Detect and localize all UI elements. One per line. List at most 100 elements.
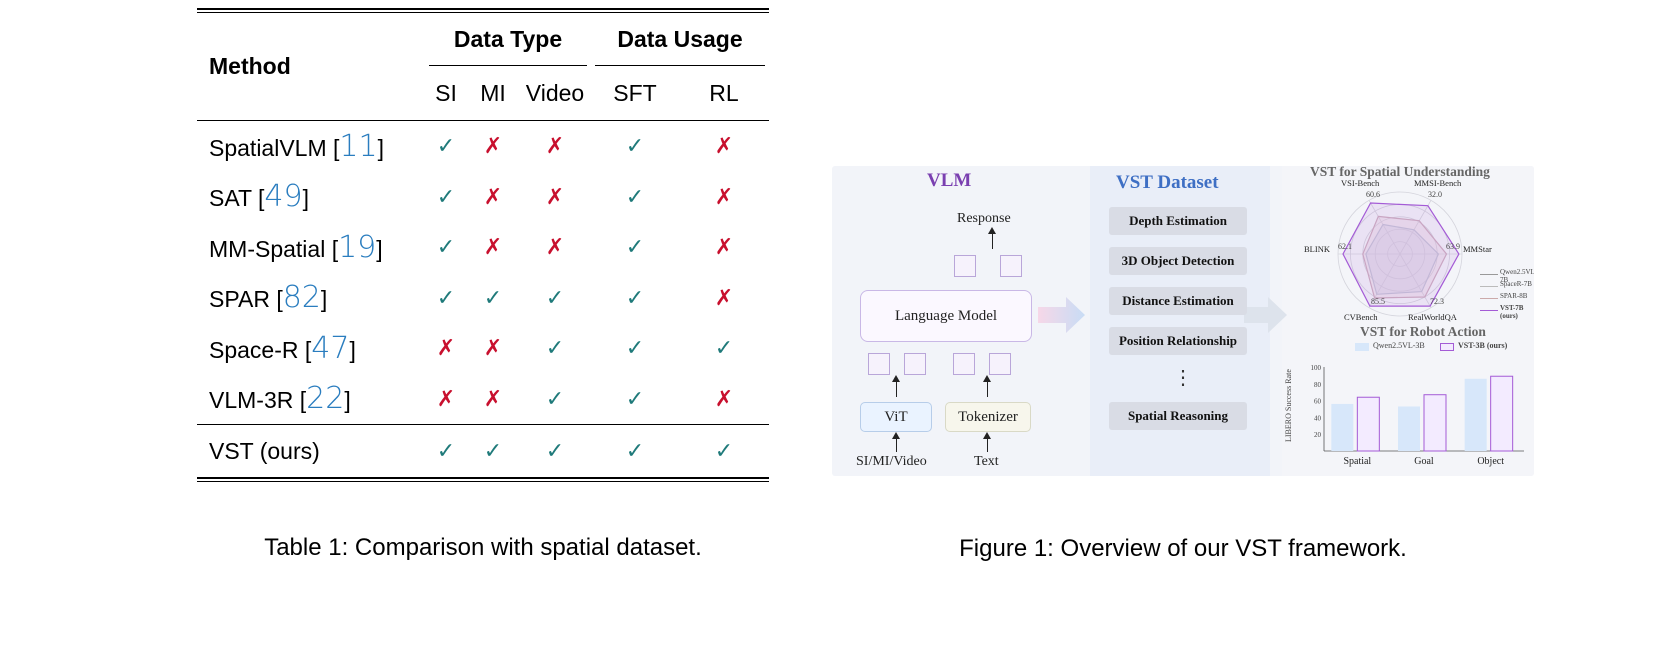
header-si: SI xyxy=(435,79,457,106)
radar-axis-label: BLINK xyxy=(1304,244,1330,254)
mark-cell: ✗ xyxy=(545,234,565,260)
header-video: Video xyxy=(525,79,585,106)
mark-cell: ✗ xyxy=(483,133,503,159)
task-3d-object-detection: 3D Object Detection xyxy=(1109,247,1247,275)
figure-caption: Figure 1: Overview of our VST framework. xyxy=(959,535,1407,562)
mark-cell: ✓ xyxy=(436,183,456,209)
mark-cell: ✗ xyxy=(436,385,456,411)
table-row: SpatialVLM [11]✓✗✗✓✗ xyxy=(197,121,769,172)
bar xyxy=(1356,396,1380,452)
bar-legend-item: VST-3B (ours) xyxy=(1458,341,1508,350)
method-name: SPAR [82] xyxy=(197,273,425,324)
radar-series xyxy=(1365,223,1440,295)
radar-value-label: 72.3 xyxy=(1430,297,1444,306)
x-tick-label: Spatial xyxy=(1343,456,1371,467)
mark-cell: ✗ xyxy=(545,133,565,159)
x-tick-label: Goal xyxy=(1414,456,1434,467)
header-mi: MI xyxy=(480,79,506,106)
mark-cell: ✓ xyxy=(436,133,456,159)
radar-spoke xyxy=(1399,200,1432,255)
input-token xyxy=(868,353,890,375)
method-name-ours: VST (ours) xyxy=(209,437,320,464)
input-token xyxy=(989,353,1011,375)
header-rl: RL xyxy=(709,79,739,106)
method-label: SpatialVLM [ xyxy=(209,134,340,161)
radar-value-label: 85.5 xyxy=(1371,297,1385,306)
method-label: Space-R [ xyxy=(209,336,312,363)
task-depth-estimation: Depth Estimation xyxy=(1109,207,1247,235)
comparison-table: Method Data Type Data Usage SI MI Video … xyxy=(197,13,769,477)
table-bottom-rule xyxy=(197,477,769,482)
legend-swatch xyxy=(1480,310,1498,311)
method-name: Space-R [47] xyxy=(197,323,425,374)
radar-legend-item: VST-7B (ours) xyxy=(1500,304,1524,320)
output-token xyxy=(954,255,976,277)
radar-spoke xyxy=(1368,200,1401,255)
citation-bracket: ] xyxy=(349,336,356,363)
method-name: SAT [49] xyxy=(197,172,425,223)
mark-cell: ✗ xyxy=(714,284,734,310)
radar-legend-item: SpaceR-7B xyxy=(1500,280,1532,288)
citation-bracket: ] xyxy=(377,134,384,161)
ellipsis: ⋮ xyxy=(1173,367,1193,389)
arrow-icon xyxy=(892,432,900,452)
bar xyxy=(1490,375,1514,452)
radar-value-label: 62.1 xyxy=(1338,242,1352,251)
robot-title: VST for Robot Action xyxy=(1360,324,1486,339)
radar-legend-item: SPAR-8B xyxy=(1500,292,1528,300)
mark-cell: ✗ xyxy=(436,335,456,361)
framework-figure: VLM Response Language Model ViT Tokenize… xyxy=(832,166,1534,476)
mark-cell: ✓ xyxy=(625,284,645,310)
legend-swatch xyxy=(1480,286,1498,287)
mark-cell: ✓ xyxy=(625,234,645,260)
legend-swatch xyxy=(1440,343,1454,351)
bar xyxy=(1331,403,1354,451)
citation-link[interactable]: 11 xyxy=(339,128,378,164)
dataset-title: VST Dataset xyxy=(1116,172,1219,193)
table-body: SpatialVLM [11] ✓ ✗ ✗ ✓ ✗ SAT [49] ✓ ✗ ✗ ✓ ✗ MM-Spat… xyxy=(197,121,769,424)
comparison-table-block: Method Data Type Data Usage SI MI Video … xyxy=(197,8,769,482)
citation-bracket: ] xyxy=(376,235,383,262)
flow-arrow-icon xyxy=(1038,297,1085,333)
mark-cell: ✓ xyxy=(545,335,565,361)
flow-arrow-icon xyxy=(1244,297,1287,333)
citation-bracket: ] xyxy=(344,387,351,414)
table-row: VLM-3R [22]✗✗✓✓✗ xyxy=(197,374,769,425)
mark-cell: ✓ xyxy=(625,183,645,209)
mark-cell: ✓ xyxy=(625,133,645,159)
mark-cell: ✓ xyxy=(545,385,565,411)
method-name: MM-Spatial [19] xyxy=(197,222,425,273)
citation-link[interactable]: 19 xyxy=(338,229,377,265)
table-row: SAT [49]✓✗✗✓✗ xyxy=(197,172,769,223)
citation-link[interactable]: 49 xyxy=(264,179,303,215)
method-name: VLM-3R [22] xyxy=(197,374,425,425)
mark-cell: ✓ xyxy=(436,284,456,310)
data-usage-header: Data Usage xyxy=(617,25,743,52)
legend-swatch xyxy=(1480,274,1498,275)
radar-value-label: 32.0 xyxy=(1428,190,1442,199)
arrow-icon xyxy=(988,227,996,249)
mark-cell: ✓ xyxy=(714,438,734,463)
input-visual-label: SI/MI/Video xyxy=(856,454,927,469)
y-tick-label: 40 xyxy=(1314,414,1322,422)
spatial-title: VST for Spatial Understanding xyxy=(1310,166,1490,179)
method-label: MM-Spatial [ xyxy=(209,235,339,262)
sub-header-row: SI MI Video SFT RL xyxy=(197,66,769,120)
arrow-icon xyxy=(983,375,991,397)
legend-swatch xyxy=(1480,298,1498,299)
mark-cell: ✗ xyxy=(483,335,503,361)
citation-link[interactable]: 47 xyxy=(311,330,350,366)
radar-axis-label: MMStar xyxy=(1463,244,1492,254)
y-tick-label: 20 xyxy=(1314,431,1322,439)
mark-cell: ✗ xyxy=(483,183,503,209)
mark-cell: ✗ xyxy=(483,385,503,411)
tokenizer-box: Tokenizer xyxy=(945,402,1031,432)
citation-bracket: ] xyxy=(320,286,328,313)
citation-link[interactable]: 82 xyxy=(282,280,321,316)
radar-axis-label: RealWorldQA xyxy=(1408,312,1457,322)
bar-legend-item: Qwen2.5VL-3B xyxy=(1373,341,1425,350)
mark-cell: ✗ xyxy=(714,234,734,260)
legend-swatch xyxy=(1355,343,1369,351)
citation-link[interactable]: 22 xyxy=(306,381,345,417)
radar-axis-label: VSI-Bench xyxy=(1341,178,1380,188)
